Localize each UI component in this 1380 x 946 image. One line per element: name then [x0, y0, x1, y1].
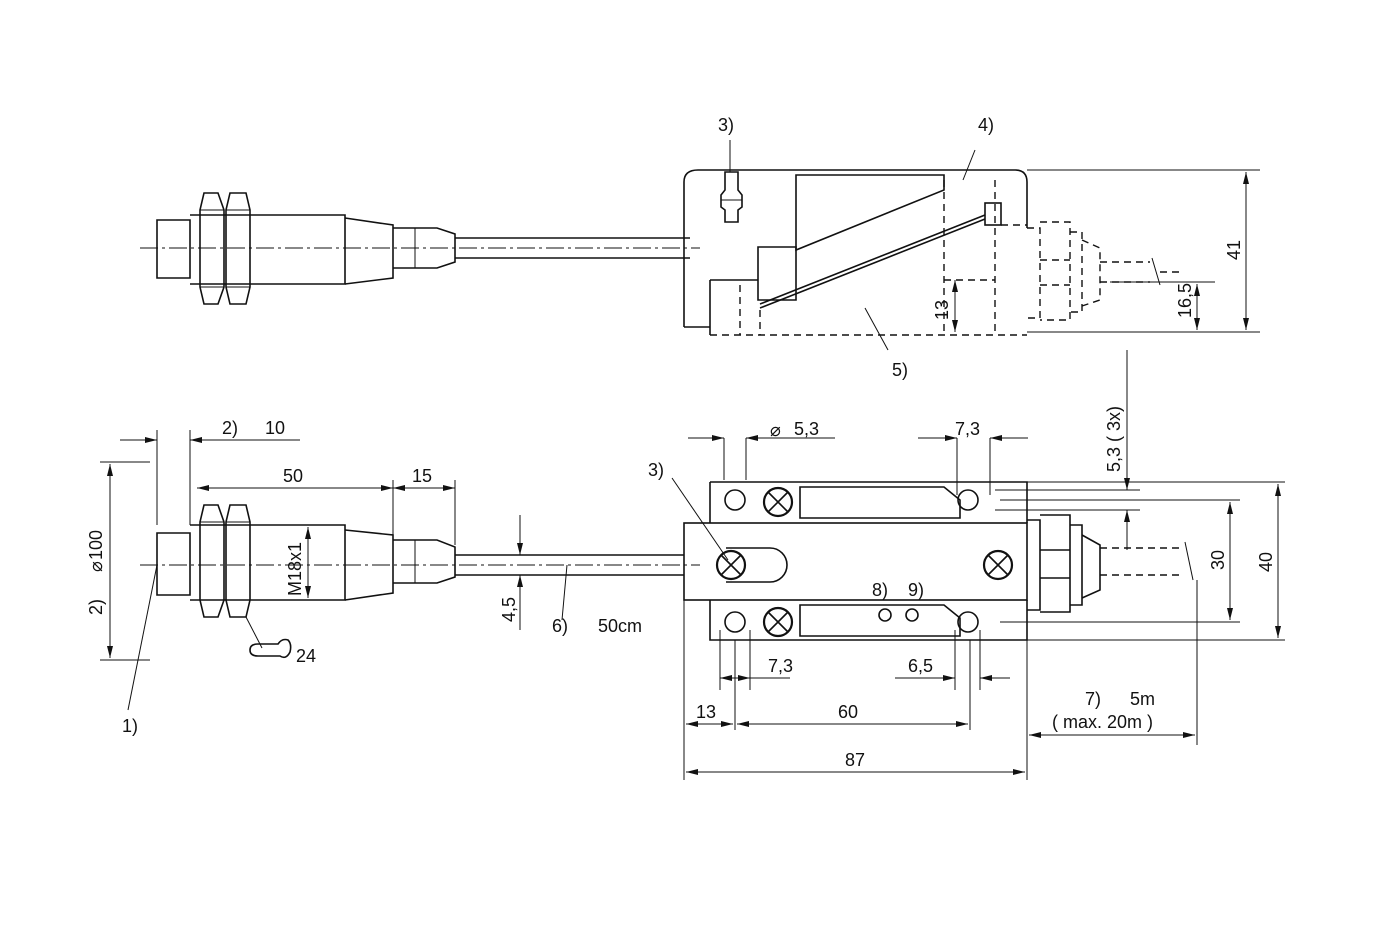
dim-50: 50 — [283, 466, 303, 486]
callout-2-left: 2) — [86, 599, 106, 615]
dim-4-5: 4,5 — [499, 597, 519, 622]
callout-8: 8) — [872, 580, 888, 600]
sensor-side — [140, 192, 700, 305]
callout-4: 4) — [978, 115, 994, 135]
housing-side — [683, 169, 1180, 336]
wrench-icon — [245, 616, 292, 659]
dim-15: 15 — [412, 466, 432, 486]
dim-7-3-bottom: 7,3 — [768, 656, 793, 676]
sensor-plan — [140, 504, 700, 618]
plan-view — [100, 350, 1285, 780]
dim-13-side: 13 — [932, 300, 952, 320]
side-view — [140, 140, 1260, 351]
dim-41: 41 — [1224, 240, 1244, 260]
callout-3-plan: 3) — [648, 460, 664, 480]
dim-24: 24 — [296, 646, 316, 666]
callout-2-top: 2) — [222, 418, 238, 438]
callout-1: 1) — [122, 716, 138, 736]
dim-60: 60 — [838, 702, 858, 722]
callout-5: 5) — [892, 360, 908, 380]
diameter-symbol-icon: ⌀ — [86, 561, 106, 572]
callout-9: 9) — [908, 580, 924, 600]
dim-10: 10 — [265, 418, 285, 438]
thread-m18: M18x1 — [285, 542, 305, 596]
callout-7: 7) — [1085, 689, 1101, 709]
cable-length: 50cm — [598, 616, 642, 636]
dim-5-3-hole: 5,3 — [794, 419, 819, 439]
dim-40: 40 — [1256, 552, 1276, 572]
labels: 3) 4) 5) 2) 10 50 15 100 ⌀ 2) M18x1 24 1… — [86, 115, 1276, 770]
screw-icon — [715, 486, 1014, 638]
side-dimensions — [729, 140, 1260, 351]
dim-100: 100 — [86, 530, 106, 560]
dim-30: 30 — [1208, 550, 1228, 570]
ext-cable-length: 5m — [1130, 689, 1155, 709]
housing-plan — [683, 481, 1194, 641]
dim-5-3-3x: 5,3 ( 3x) — [1104, 406, 1124, 472]
callout-6: 6) — [552, 616, 568, 636]
dim-7-3-top: 7,3 — [955, 419, 980, 439]
plan-dimensions — [100, 350, 1285, 780]
diameter-symbol-icon: ⌀ — [770, 420, 781, 440]
ext-cable-max: ( max. 20m ) — [1052, 712, 1153, 732]
callout-3-side: 3) — [718, 115, 734, 135]
dim-87: 87 — [845, 750, 865, 770]
dim-6-5: 6,5 — [908, 656, 933, 676]
dim-16-5: 16,5 — [1175, 283, 1195, 318]
dim-13-plan: 13 — [696, 702, 716, 722]
